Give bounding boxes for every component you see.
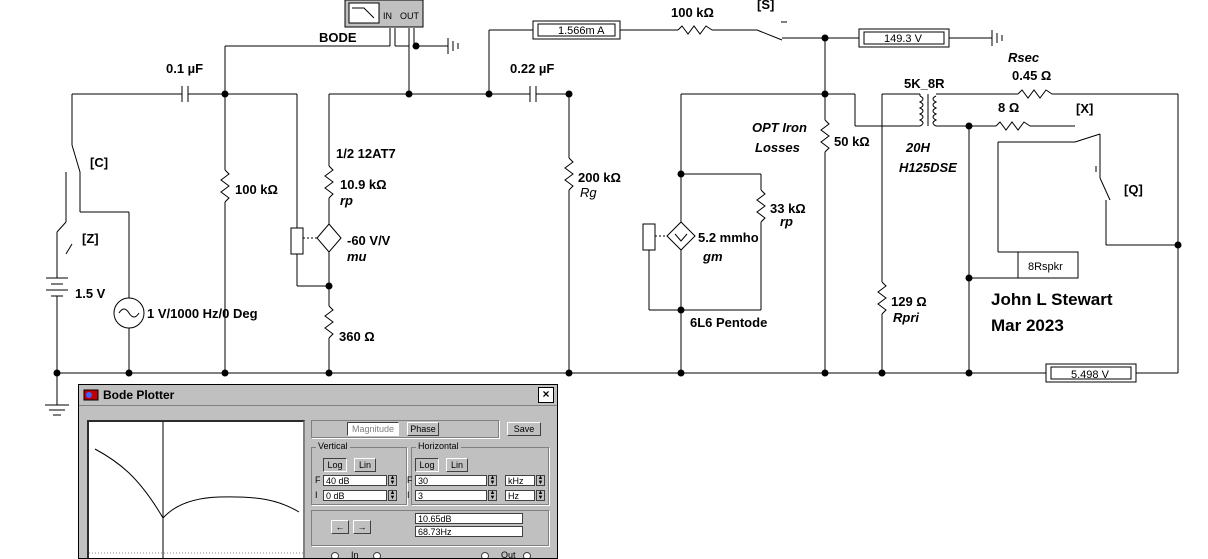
junction-dots [53,34,1182,377]
out-minus-terminal[interactable] [523,552,531,558]
horizontal-title: Horizontal [416,441,461,451]
pentode-label: 6L6 Pentode [690,315,767,330]
horizontal-final-spinner[interactable]: ▲▼ [488,475,497,486]
bode-window-title: Bode Plotter [103,388,175,402]
horizontal-final-unit-spinner[interactable]: ▲▼ [536,475,545,486]
horizontal-group: Horizontal [411,441,549,505]
r109-label: 10.9 kΩ [340,177,387,192]
r129-label: 129 Ω [891,294,927,309]
rsec-label: Rsec [1008,50,1040,65]
date-label: Mar 2023 [991,316,1064,335]
author-label: John L Stewart [991,290,1113,309]
source-label: 1 V/1000 Hz/0 Deg [147,306,258,321]
out-plus-terminal[interactable] [481,552,489,558]
horizontal-i-label: I [407,490,410,500]
readout-group [311,510,549,546]
in-label: In [351,550,359,559]
c2-label: 0.22 µF [510,61,554,76]
switch-c-label: [C] [90,155,108,170]
out-label: Out [501,550,516,559]
speaker-label: 8Rspkr [1028,261,1063,273]
save-button[interactable]: Save [507,422,541,436]
bode-plotter-window[interactable]: Bode Plotter × Magnitude Phase Save Vert… [78,384,558,559]
opt-losses-label: Losses [755,140,800,155]
vertical-f-label: F [315,475,321,485]
vertical-final-field[interactable]: 40 dB [323,475,387,486]
gm-label: gm [702,249,723,264]
readout-frequency: 68.73Hz [415,526,523,537]
in-minus-terminal[interactable] [373,552,381,558]
bode-curve [89,422,303,558]
voltmeter-speaker[interactable]: 5.498 V [1045,363,1137,383]
transformer-label: 5K_8R [904,76,945,91]
horizontal-f-label: F [407,475,413,485]
bode-label: BODE [319,30,357,45]
rpri-label: Rpri [893,310,919,325]
in-plus-terminal[interactable] [331,552,339,558]
readout-magnitude: 10.65dB [415,513,523,524]
bode-instrument[interactable]: IN OUT [344,0,424,28]
mode-group [311,420,499,438]
mu-value-label: -60 V/V [347,233,391,248]
magnitude-button[interactable]: Magnitude [347,422,399,436]
vertical-initial-spinner[interactable]: ▲▼ [388,490,397,501]
vertical-i-label: I [315,490,318,500]
vertical-title: Vertical [316,441,350,451]
switch-q-label: [Q] [1124,182,1143,197]
transformer-model-label: H125DSE [899,160,957,175]
switch-z-label: [Z] [82,231,99,246]
ammeter-reading: 1.566m A [558,25,605,37]
bode-plot-screen[interactable] [87,420,305,558]
gm-value-label: 5.2 mmho [698,230,759,245]
c1-label: 0.1 µF [166,61,203,76]
r100k-grid-label: 100 kΩ [235,182,278,197]
bode-out-label: OUT [400,11,420,21]
rp2-label: rp [780,214,793,229]
horizontal-final-unit[interactable]: kHz [505,475,535,486]
voltmeter-output-reading: 149.3 V [884,33,923,45]
r-series-label: 100 kΩ [671,5,714,20]
speaker-box[interactable]: 8Rspkr [1017,251,1079,279]
battery-label: 1.5 V [75,286,106,301]
close-icon[interactable]: × [538,387,554,403]
mu-label: mu [347,249,367,264]
voltmeter-output[interactable]: 149.3 V [858,28,950,48]
r-sec-value-label: 0.45 Ω [1012,68,1051,83]
rg-label: Rg [580,185,597,200]
bode-app-icon [83,389,99,401]
horizontal-log-button[interactable]: Log [415,458,439,472]
phase-button[interactable]: Phase [407,422,439,436]
horizontal-initial-field[interactable]: 3 [415,490,487,501]
switch-s-label: [S] [757,0,774,12]
horizontal-initial-spinner[interactable]: ▲▼ [488,490,497,501]
r360-label: 360 Ω [339,329,375,344]
cursor-left-arrow-icon[interactable]: ← [331,520,349,534]
vertical-final-spinner[interactable]: ▲▼ [388,475,397,486]
r200k-label: 200 kΩ [578,170,621,185]
tube-label: 1/2 12AT7 [336,146,396,161]
horizontal-initial-unit[interactable]: Hz [505,490,535,501]
vertical-lin-button[interactable]: Lin [354,458,376,472]
voltmeter-speaker-reading: 5.498 V [1071,369,1110,381]
vertical-group: Vertical [311,441,407,505]
horizontal-initial-unit-spinner[interactable]: ▲▼ [536,490,545,501]
inductance-label: 20H [905,140,930,155]
bode-in-label: IN [383,11,392,21]
vertical-log-button[interactable]: Log [323,458,347,472]
cursor-right-arrow-icon[interactable]: → [353,520,371,534]
horizontal-final-field[interactable]: 30 [415,475,487,486]
r33k-label: 33 kΩ [770,201,806,216]
bode-titlebar[interactable]: Bode Plotter × [79,385,557,406]
switch-x-label: [X] [1076,101,1093,116]
ammeter[interactable]: 1.566m A [532,20,621,40]
horizontal-lin-button[interactable]: Lin [446,458,468,472]
r50k-label: 50 kΩ [834,134,870,149]
rp-label: rp [340,193,353,208]
vertical-initial-field[interactable]: 0 dB [323,490,387,501]
r8-label: 8 Ω [998,100,1019,115]
opt-iron-label: OPT Iron [752,120,807,135]
